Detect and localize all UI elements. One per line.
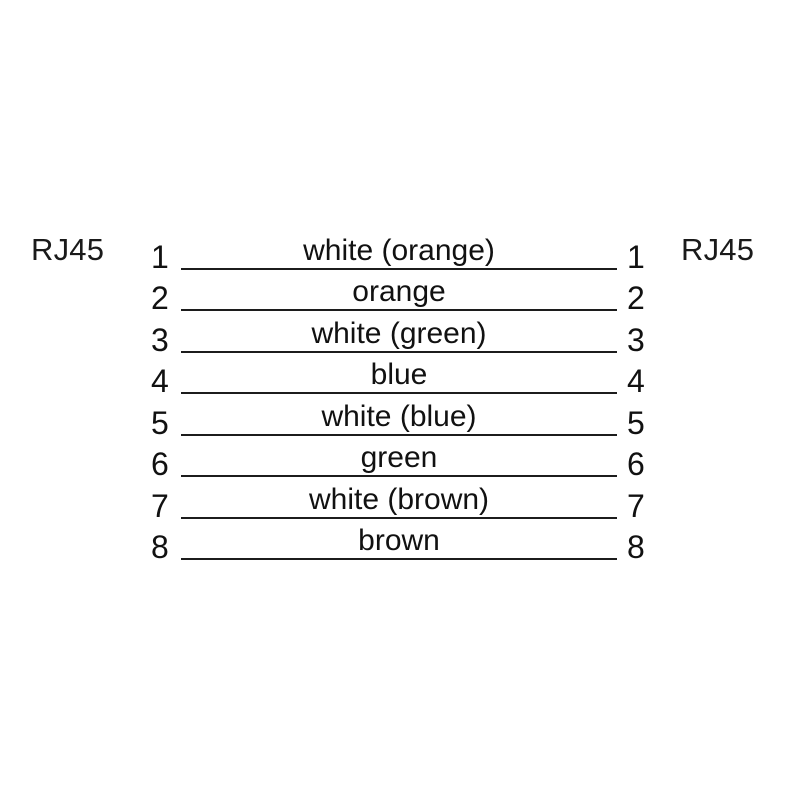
wire-color-label: white (green) bbox=[311, 316, 487, 350]
right-connector-label: RJ45 bbox=[681, 232, 755, 267]
wire-color-label: white (brown) bbox=[308, 482, 490, 516]
wire-line bbox=[181, 558, 617, 560]
left-pin-number: 3 bbox=[151, 321, 169, 358]
wire-color-label: blue bbox=[370, 358, 428, 392]
wire-line bbox=[181, 268, 617, 270]
right-pin-number: 7 bbox=[627, 487, 645, 524]
left-pin-number: 5 bbox=[151, 404, 169, 441]
wire-color-label: white (blue) bbox=[321, 399, 477, 433]
left-pin-number: 7 bbox=[151, 487, 169, 524]
wire-line bbox=[181, 516, 617, 519]
left-connector-label: RJ45 bbox=[31, 232, 105, 267]
right-pin-number: 8 bbox=[627, 529, 645, 565]
wire-line bbox=[181, 433, 617, 436]
right-pin-number: 1 bbox=[627, 239, 645, 275]
wire-color-label: brown bbox=[358, 524, 440, 557]
left-pin-number: 8 bbox=[151, 529, 169, 565]
left-pin-number: 6 bbox=[151, 446, 169, 483]
wire-line bbox=[181, 475, 617, 478]
left-pin-number: 4 bbox=[151, 363, 169, 400]
right-pin-number: 3 bbox=[627, 321, 645, 358]
left-pin-number: 1 bbox=[151, 239, 169, 275]
left-pin-number: 2 bbox=[151, 280, 169, 317]
wire-line bbox=[181, 350, 617, 353]
right-pin-number: 4 bbox=[627, 363, 645, 400]
wire-color-label: green bbox=[360, 441, 438, 475]
right-pin-number: 2 bbox=[627, 280, 645, 317]
right-pin-number: 6 bbox=[627, 446, 645, 483]
wire-line bbox=[181, 392, 617, 395]
wire-color-label: white (orange) bbox=[303, 234, 495, 267]
right-pin-number: 5 bbox=[627, 404, 645, 441]
wire-line bbox=[181, 309, 617, 312]
wire-color-label: orange bbox=[352, 275, 446, 309]
